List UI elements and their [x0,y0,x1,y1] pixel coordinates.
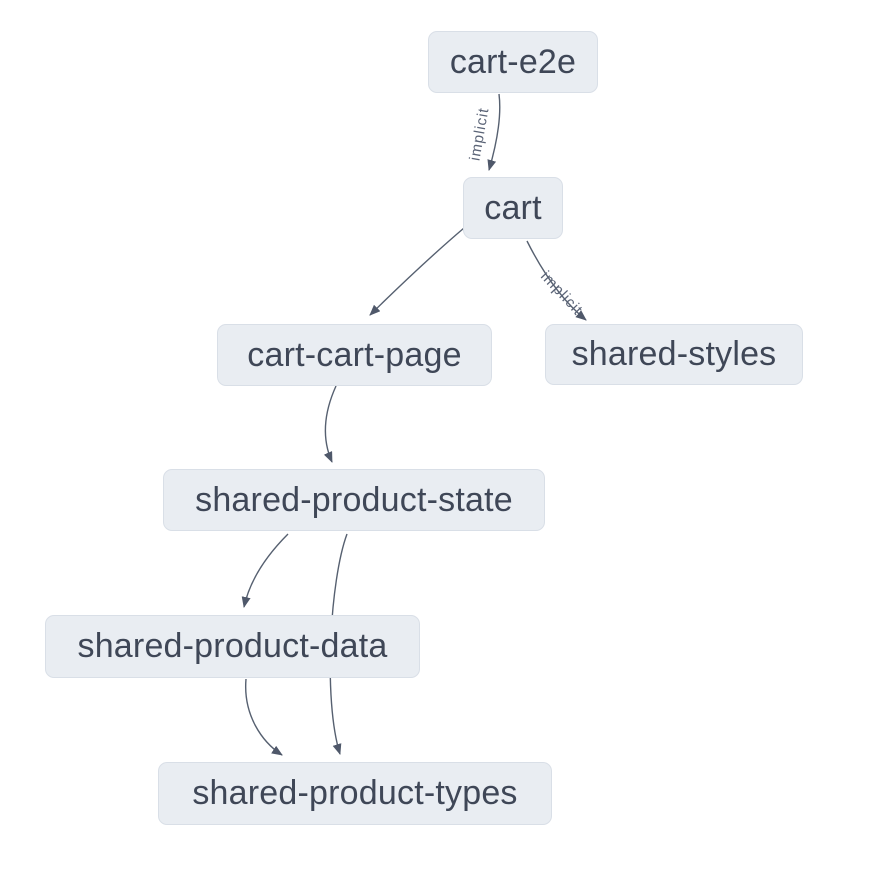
node-cart-cart-page[interactable]: cart-cart-page [217,324,492,386]
node-cart-e2e[interactable]: cart-e2e [428,31,598,93]
node-cart[interactable]: cart [463,177,563,239]
node-shared-product-state[interactable]: shared-product-state [163,469,545,531]
edge-label-implicit-shared-styles: implicit [537,268,586,319]
edge-shared-product-data-to-shared-product-types [245,678,283,756]
edge-cart-to-cart-cart-page [369,227,465,316]
edge-cart-cart-page-to-shared-product-state [323,385,337,463]
node-shared-styles[interactable]: shared-styles [545,324,803,385]
edge-cart-to-shared-styles [526,240,587,321]
edge-cart-e2e-to-cart [487,93,501,171]
node-shared-product-data[interactable]: shared-product-data [45,615,420,678]
edge-label-implicit-cart-e2e: implicit [466,106,492,162]
edge-shared-product-state-to-shared-product-data [241,533,289,608]
node-shared-product-types[interactable]: shared-product-types [158,762,552,825]
